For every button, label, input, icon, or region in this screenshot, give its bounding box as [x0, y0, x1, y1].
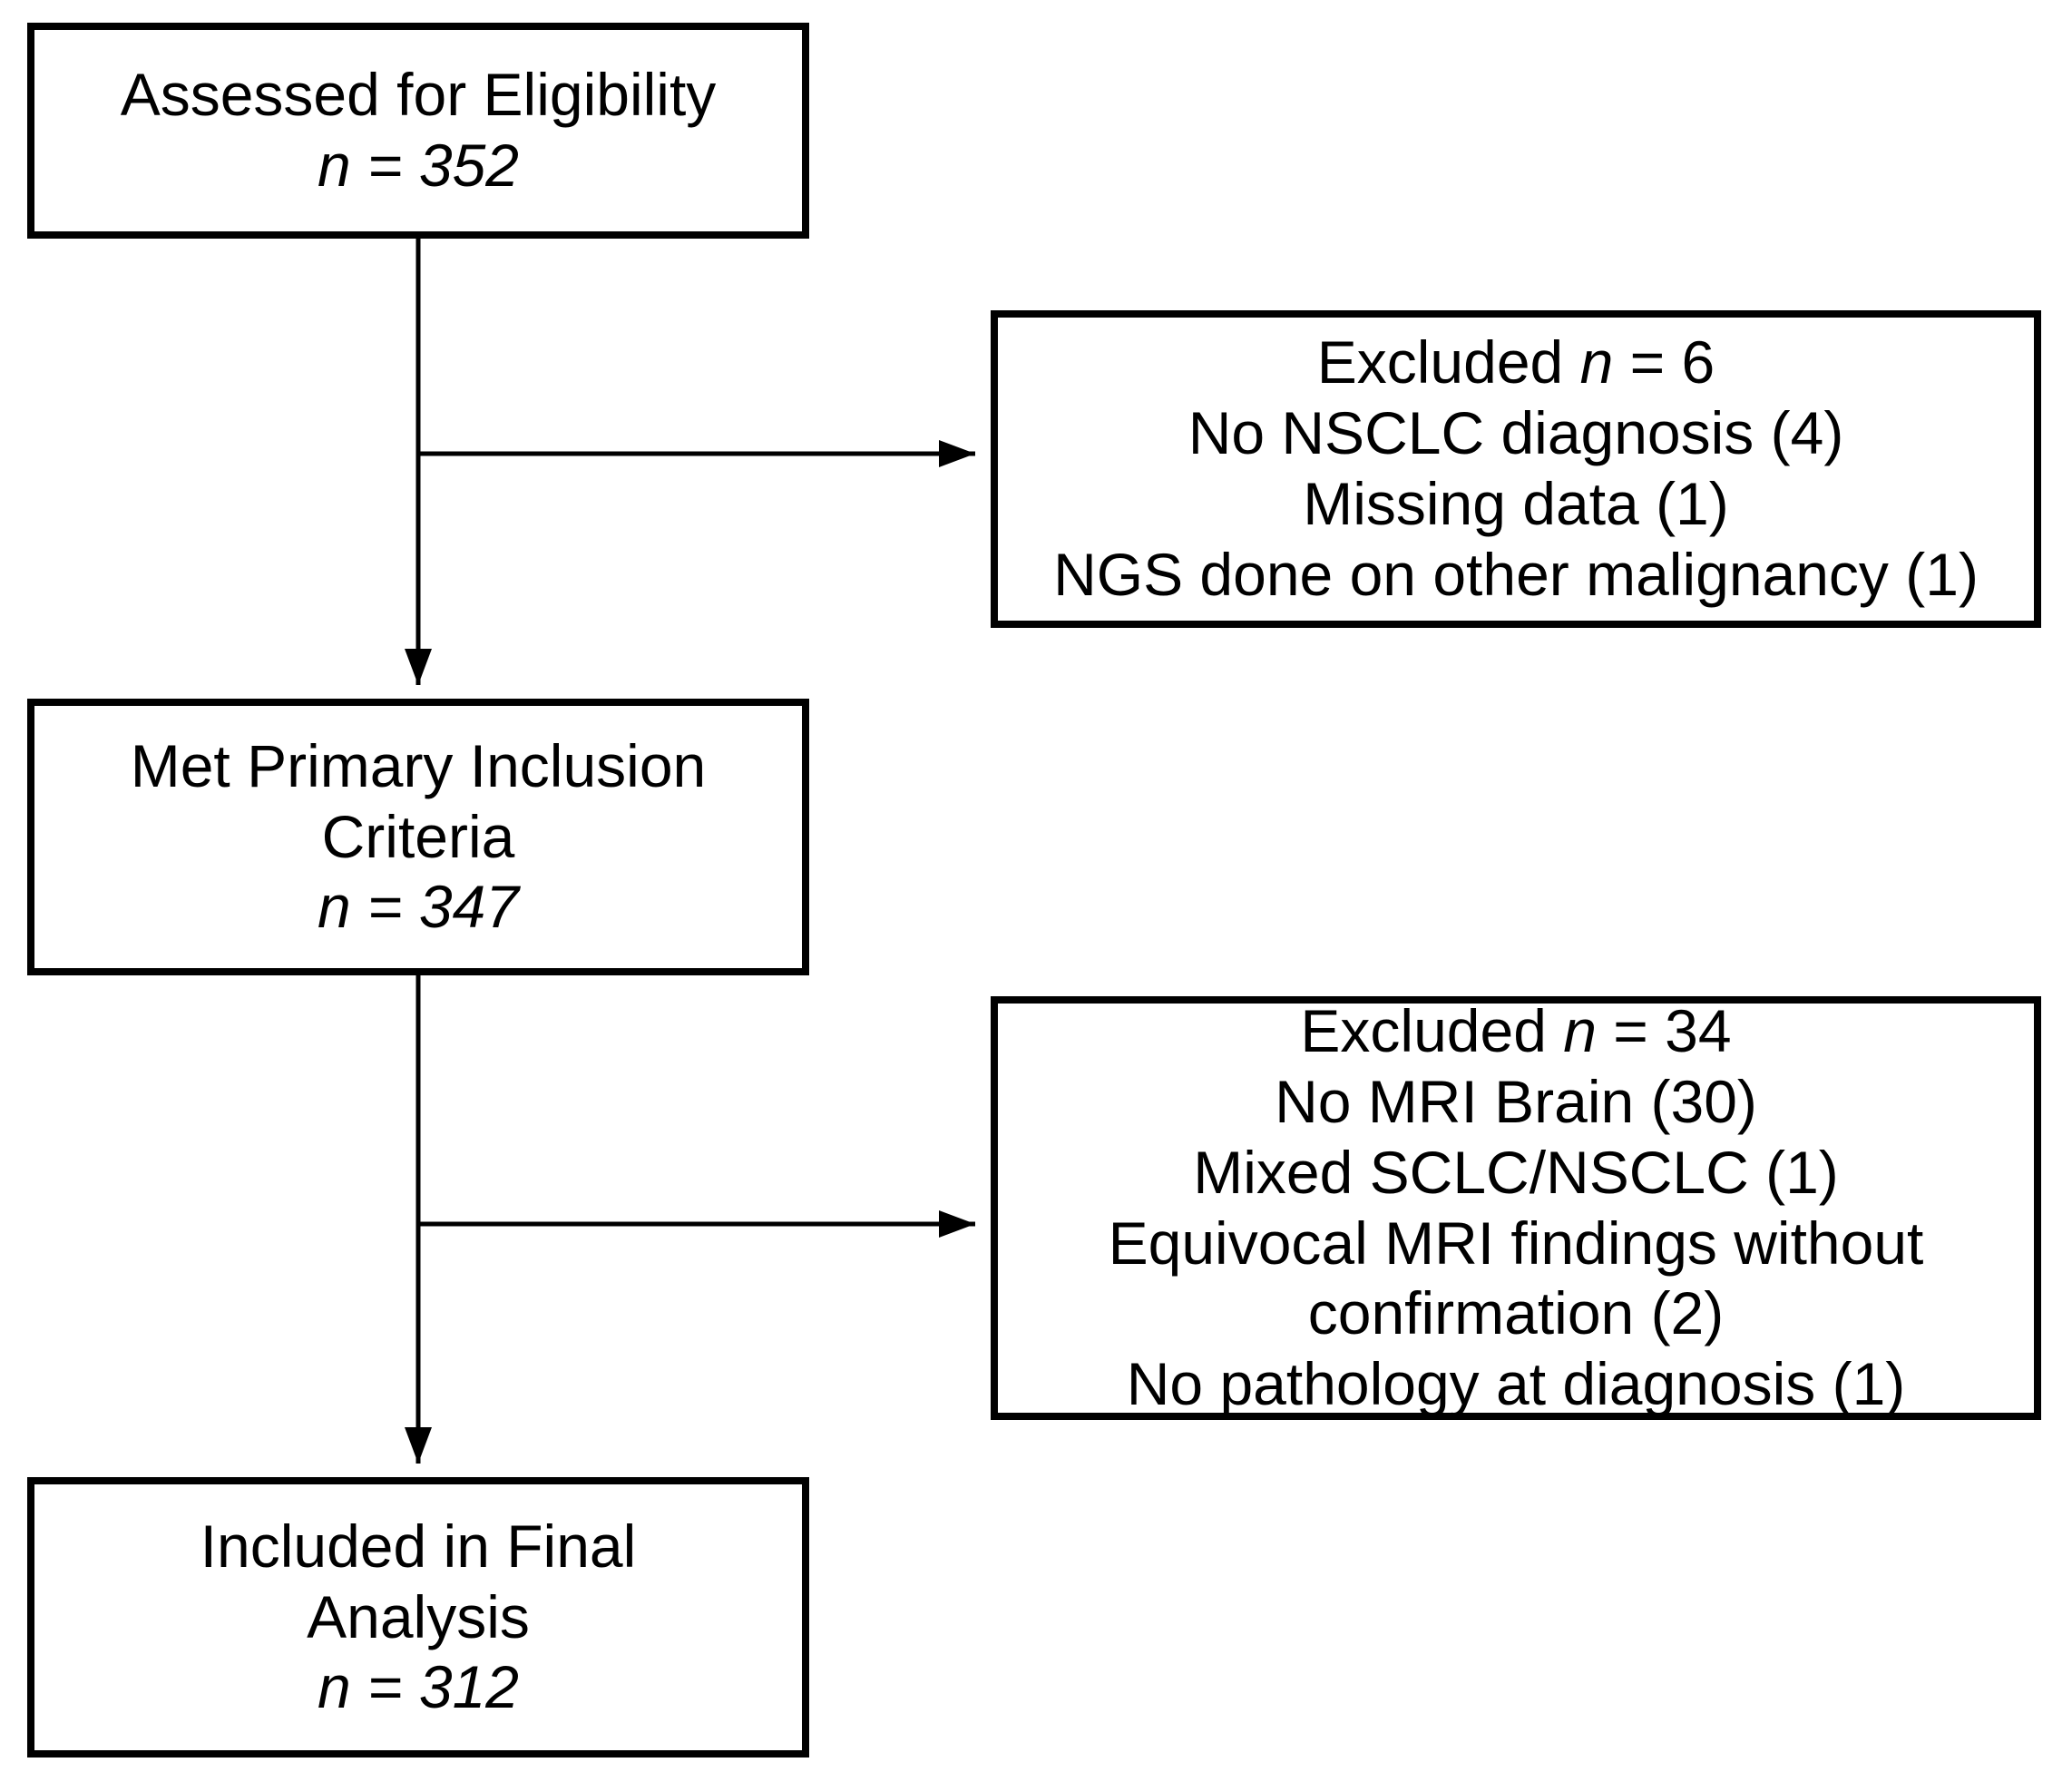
box-n-count: n = 347	[317, 873, 520, 941]
excluded-count: = 6	[1613, 328, 1715, 397]
box-title: Included in Final	[200, 1512, 637, 1580]
exclusion-reason: No pathology at diagnosis (1)	[1126, 1350, 1906, 1418]
box-excluded-6: Excluded n = 6 No NSCLC diagnosis (4) Mi…	[991, 310, 2041, 628]
box-met-inclusion-criteria: Met Primary Inclusion Criteria n = 347	[27, 699, 809, 975]
exclusion-reason: Equivocal MRI findings without confirmat…	[1108, 1209, 1924, 1347]
box-assessed-eligibility: Assessed for Eligibility n = 352	[27, 23, 809, 239]
box-excluded-34: Excluded n = 34 No MRI Brain (30) Mixed …	[991, 996, 2041, 1420]
n-symbol: n	[1579, 328, 1614, 397]
box-title: Excluded n = 6	[1007, 328, 2025, 398]
box-title: Assessed for Eligibility	[120, 61, 717, 129]
box-title: Excluded n = 34	[1007, 996, 2025, 1067]
excluded-count: = 34	[1596, 996, 1732, 1064]
exclusion-reason: Mixed SCLC/NSCLC (1)	[1193, 1138, 1839, 1206]
exclusion-reason: NGS done on other malignancy (1)	[1053, 540, 1979, 608]
box-title: Analysis	[307, 1582, 530, 1650]
exclusion-reason: No NSCLC diagnosis (4)	[1187, 399, 1844, 467]
box-n-count: n = 312	[317, 1653, 520, 1721]
box-n-count: n = 352	[317, 132, 520, 199]
box-title: Criteria	[321, 802, 515, 870]
exclusion-reason: Missing data (1)	[1303, 470, 1729, 537]
n-symbol: n	[1563, 996, 1597, 1064]
box-included-final-analysis: Included in Final Analysis n = 312	[27, 1477, 809, 1758]
box-title: Met Primary Inclusion	[130, 731, 707, 799]
exclusion-reason: No MRI Brain (30)	[1275, 1067, 1757, 1135]
excluded-label: Excluded	[1316, 328, 1580, 397]
excluded-label: Excluded	[1300, 996, 1564, 1064]
